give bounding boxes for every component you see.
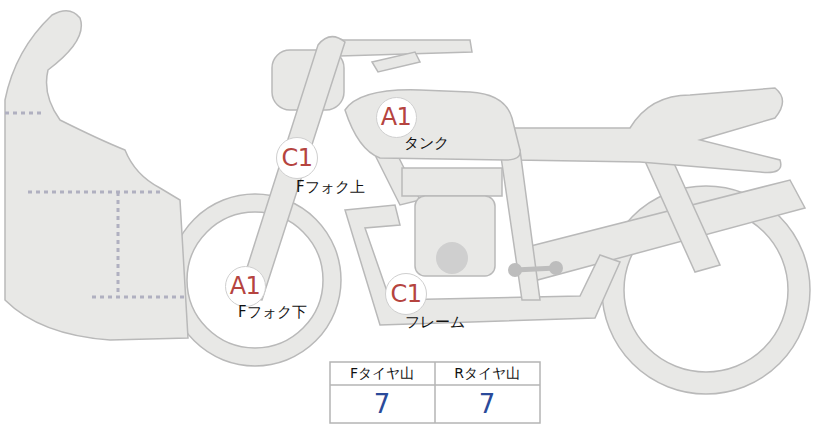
motorcycle-body [5, 11, 810, 394]
table-value: 7 [374, 391, 391, 417]
part-name: フレーム [405, 315, 465, 330]
callout-code: C1 [281, 146, 312, 170]
front-wheel [169, 194, 341, 366]
seat [505, 88, 783, 173]
fairing-seams [5, 113, 186, 297]
callout-code: A1 [381, 105, 412, 129]
fuel-tank [345, 90, 520, 160]
part-name: Fフォク上 [296, 180, 365, 195]
part-name: Fフォク下 [238, 305, 307, 320]
engine-cover [436, 242, 468, 274]
handlebar [335, 40, 472, 56]
engine-block [415, 196, 495, 276]
table-value: 7 [479, 391, 496, 417]
callout-code: C1 [390, 282, 421, 306]
tread-table [330, 362, 540, 423]
table-frame [330, 362, 540, 423]
table-rule [434, 362, 436, 423]
front-fork [238, 37, 345, 300]
callout-circle: A1 [225, 266, 266, 307]
callout-circle: A1 [376, 97, 417, 138]
footpeg-end [549, 261, 563, 275]
footpeg-end [508, 263, 522, 277]
front-rim [187, 212, 323, 348]
table-header: Fタイヤ山 [350, 366, 414, 380]
callout-circle: C1 [276, 137, 318, 179]
part-name: タンク [404, 136, 449, 151]
callout-code: A1 [230, 274, 261, 298]
handlebar [372, 52, 420, 72]
engine-head [402, 168, 502, 196]
callout-circle: C1 [385, 273, 427, 315]
table-header: Rタイヤ山 [454, 366, 520, 380]
fairing [5, 11, 188, 340]
frame-rear-tube [500, 150, 540, 300]
